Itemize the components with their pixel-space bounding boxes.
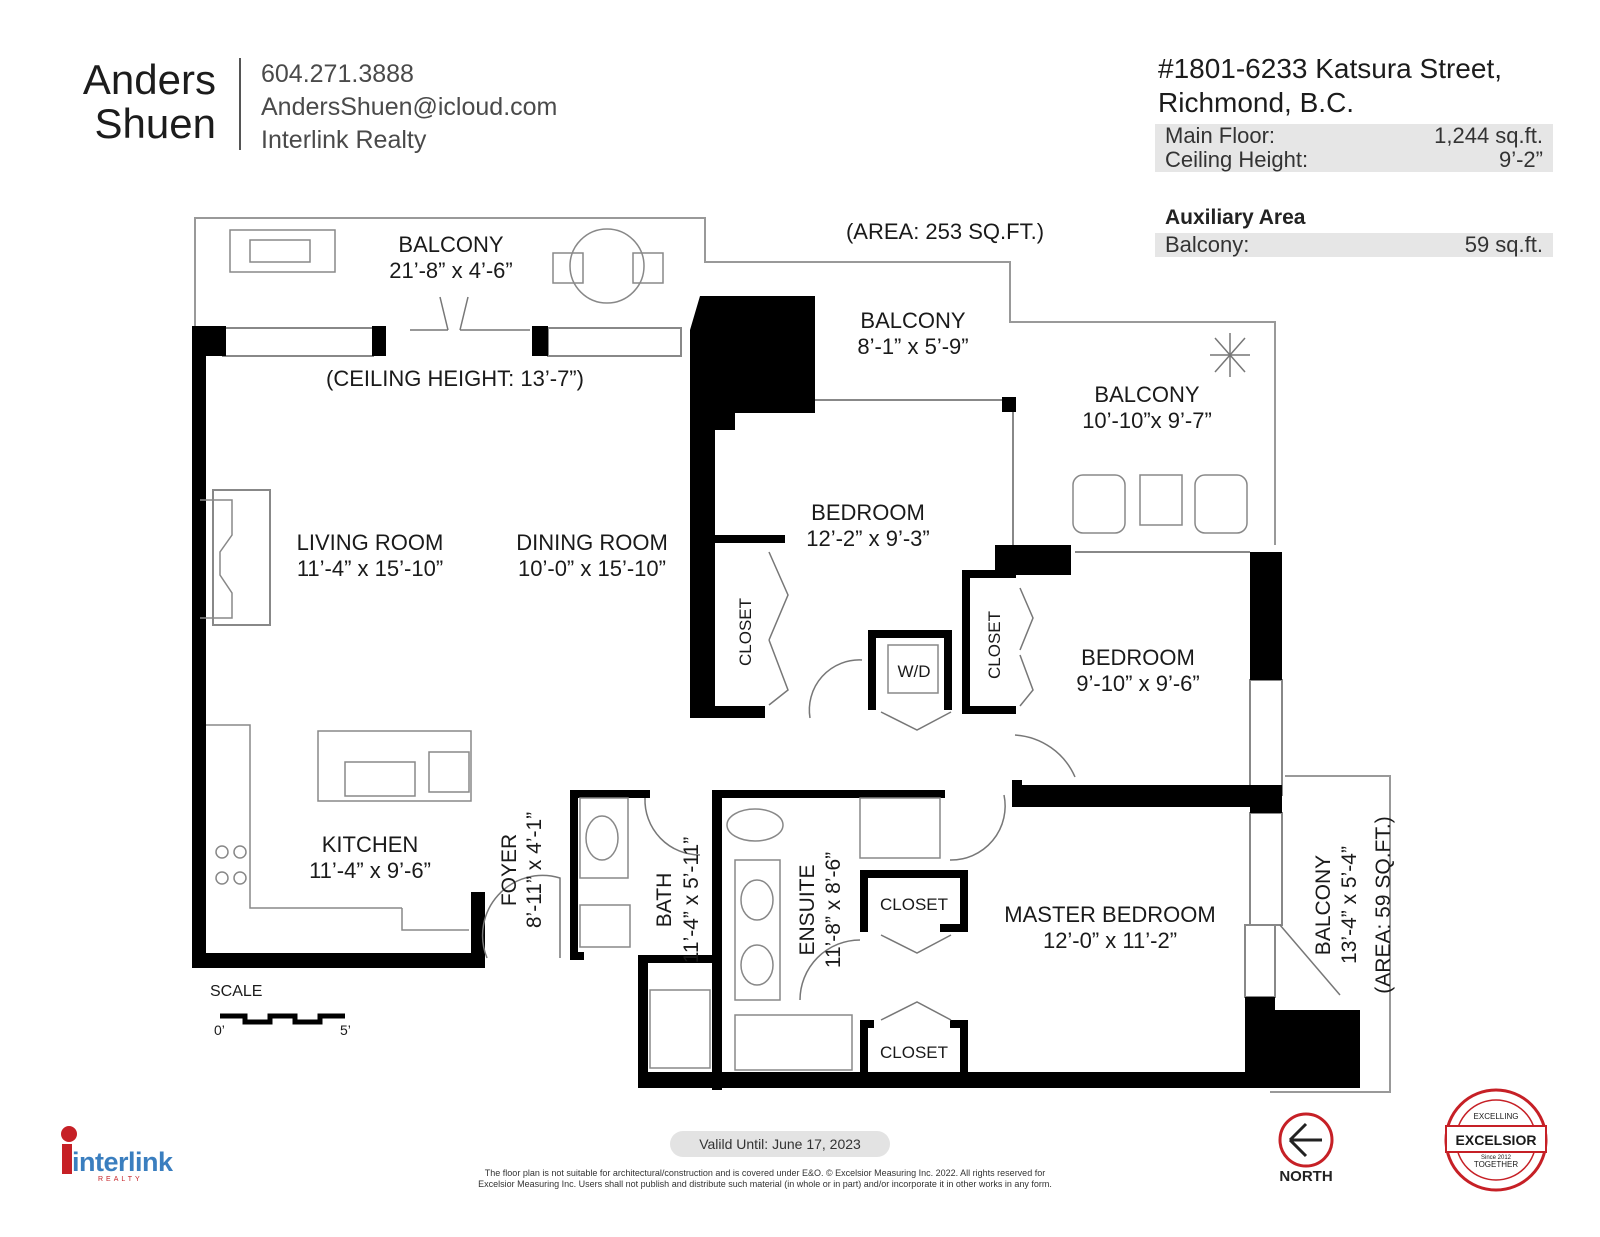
room-labels: (AREA: 253 SQ.FT.) (CEILING HEIGHT: 13’-… (297, 219, 1216, 953)
ensuite-dims: 11’-8” x 8’-6” (822, 852, 845, 968)
area-label: Balcony: (1165, 232, 1250, 257)
property-address: #1801-6233 Katsura Street, Richmond, B.C… (1158, 52, 1502, 120)
seal-top-text: EXCELLING (1474, 1112, 1519, 1121)
area-row-ceiling-height: Ceiling Height: 9’-2” (1155, 148, 1553, 172)
agent-contact: 604.271.3888 AndersShuen@icloud.com Inte… (261, 58, 557, 157)
balcony-mid-dims: 8’-1” x 5’-9” (857, 334, 968, 359)
scale-max: 5’ (340, 1022, 351, 1038)
balcony-mid-name: BALCONY (860, 308, 965, 333)
doors (410, 296, 1341, 1021)
agent-first-name: Anders (82, 56, 216, 103)
interlink-logo-icon (61, 1126, 77, 1174)
bedroom1-dims: 12’-2” x 9’-3” (806, 526, 929, 551)
top-area-note: (AREA: 253 SQ.FT.) (846, 219, 1044, 244)
area-label: Main Floor: (1165, 123, 1276, 148)
closet-labels: CLOSET CLOSET CLOSET CLOSET W/D (736, 598, 1004, 1062)
agent-brokerage: Interlink Realty (261, 126, 427, 154)
scale-bar: SCALE 0’ 5’ (210, 983, 351, 1038)
excelsior-seal-icon: EXCELSIOR EXCELLING TOGETHER Since 2012 (1444, 1088, 1548, 1192)
area-table: Main Floor: 1,244 sq.ft. Ceiling Height:… (1155, 124, 1553, 172)
area-value: 59 sq.ft. (1464, 232, 1543, 257)
dining-room-name: DINING ROOM (516, 530, 668, 555)
interlink-logo-subtext: REALTY (98, 1176, 143, 1183)
bedroom2-dims: 9’-10” x 9’-6” (1076, 671, 1199, 696)
seal-bottom-text: TOGETHER (1474, 1160, 1519, 1169)
bedroom1-name: BEDROOM (811, 500, 925, 525)
address-line-2: Richmond, B.C. (1158, 87, 1355, 118)
wd-label: W/D (897, 662, 930, 681)
bath-name: BATH (653, 873, 676, 927)
balcony-top-outline (194, 217, 1276, 545)
agent-last-name: Shuen (94, 100, 216, 147)
area-value: 9’-2” (1498, 147, 1543, 172)
auxiliary-area-table: Balcony: 59 sq.ft. (1155, 233, 1553, 257)
foyer-name: FOYER (498, 834, 521, 906)
balcony-top-name: BALCONY (398, 232, 503, 257)
scale-title: SCALE (210, 983, 262, 1000)
master-bedroom-name: MASTER BEDROOM (1004, 902, 1215, 927)
balcony-right-dims: 10’-10”x 9’-7” (1082, 408, 1212, 433)
header-divider (239, 58, 241, 150)
fixtures (200, 228, 1248, 1071)
seal-mid-text: EXCELSIOR (1456, 1132, 1537, 1148)
balcony-side-dims: 13’-4” x 5’-4” (1338, 846, 1361, 964)
agent-email[interactable]: AndersShuen@icloud.com (261, 93, 558, 121)
disclaimer-line-2: Excelsior Measuring Inc. Users shall not… (478, 1179, 1052, 1189)
auxiliary-area-title: Auxiliary Area (1165, 206, 1306, 229)
ceiling-note: (CEILING HEIGHT: 13’-7”) (326, 366, 584, 391)
master-bedroom-dims: 12’-0” x 11’-2” (1043, 928, 1177, 953)
valid-until-badge: Valild Until: June 17, 2023 (670, 1131, 890, 1157)
disclaimer: The floor plan is not suitable for archi… (410, 1168, 1120, 1190)
bedroom2-name: BEDROOM (1081, 645, 1195, 670)
bath-dims: 11’-4” x 5’-11” (680, 837, 703, 963)
north-compass-icon (1278, 1112, 1334, 1168)
closet-label-2: CLOSET (985, 611, 1004, 679)
north-label: NORTH (1279, 1168, 1333, 1185)
kitchen-name: KITCHEN (322, 832, 419, 857)
agent-name: Anders Shuen (66, 58, 216, 146)
walls (192, 296, 1360, 1090)
living-room-name: LIVING ROOM (297, 530, 444, 555)
ensuite-name: ENSUITE (796, 864, 819, 955)
area-value: 1,244 sq.ft. (1434, 123, 1543, 148)
closet-label-4: CLOSET (880, 1043, 948, 1062)
scale-ticks (220, 1013, 345, 1025)
interlink-logo-text: interlink (72, 1147, 173, 1177)
balcony-top-dims: 21’-8” x 4’-6” (389, 258, 512, 283)
balcony-right-name: BALCONY (1094, 382, 1199, 407)
balcony-side-name: BALCONY (1312, 855, 1335, 955)
area-row-balcony: Balcony: 59 sq.ft. (1155, 233, 1553, 257)
living-room-dims: 11’-4” x 15’-10” (297, 556, 443, 581)
plant-icon (1210, 333, 1250, 377)
balcony-side-outline (1270, 775, 1391, 1093)
area-label: Ceiling Height: (1165, 147, 1309, 172)
address-line-1: #1801-6233 Katsura Street, (1158, 53, 1503, 84)
balcony-side-area: (AREA: 59 SQ.FT.) (1372, 816, 1395, 993)
foyer-dims: 8’-11” x 4’-1” (523, 812, 546, 928)
disclaimer-line-1: The floor plan is not suitable for archi… (484, 1168, 1046, 1178)
closet-label-1: CLOSET (736, 598, 755, 666)
closet-label-3: CLOSET (880, 895, 948, 914)
seal-since-text: Since 2012 (1481, 1155, 1512, 1161)
area-row-main-floor: Main Floor: 1,244 sq.ft. (1155, 124, 1553, 148)
balcony-outlines (194, 217, 1391, 1093)
agent-phone[interactable]: 604.271.3888 (261, 60, 414, 88)
dining-room-dims: 10’-0” x 15’-10” (518, 556, 666, 581)
kitchen-dims: 11’-4” x 9’-6” (309, 858, 431, 883)
rotated-labels: FOYER 8’-11” x 4’-1” BATH 11’-4” x 5’-11… (498, 812, 1395, 994)
scale-min: 0’ (214, 1022, 225, 1038)
